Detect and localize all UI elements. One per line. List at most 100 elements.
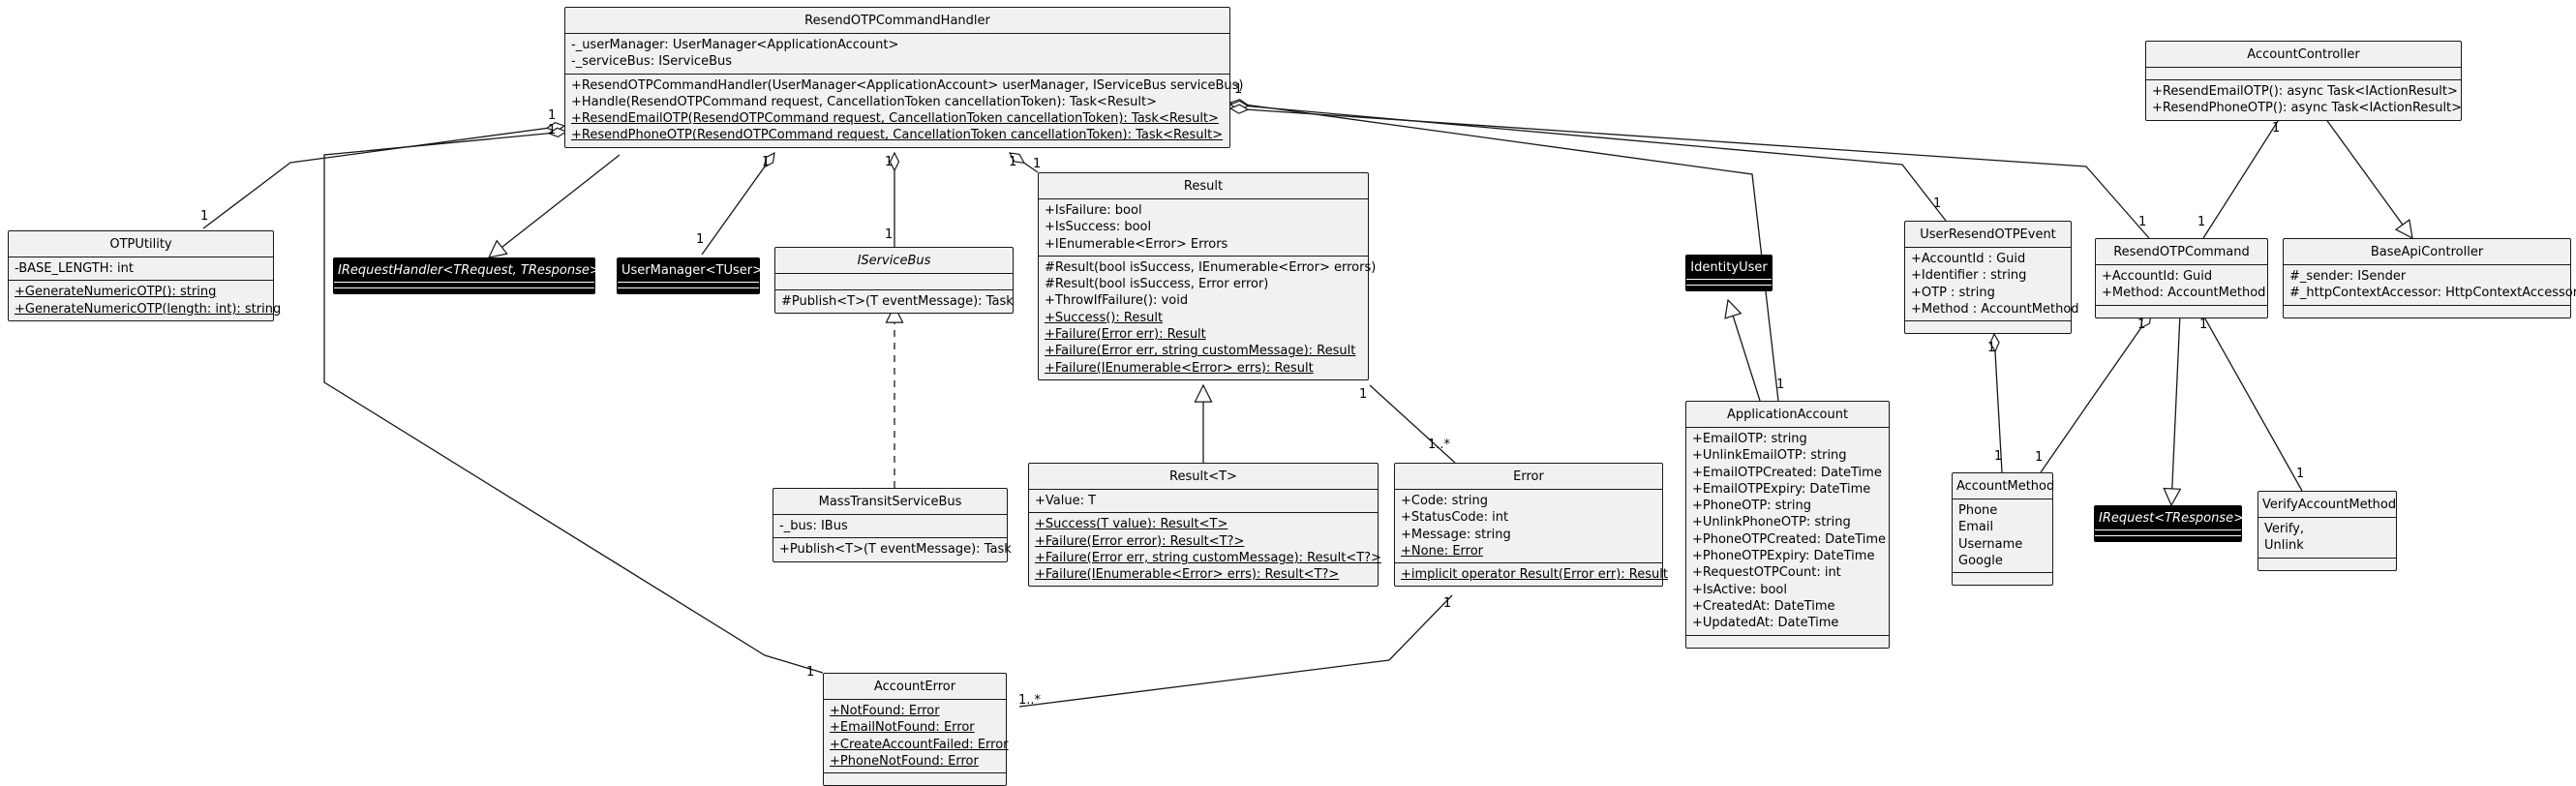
static-method: +ResendEmailOTP(ResendOTPCommand request… [571, 111, 1219, 127]
class-applicationaccount[interactable]: ApplicationAccount +EmailOTP: string +Un… [1685, 401, 1890, 649]
method: +ResendOTPCommandHandler(UserManager<App… [571, 77, 1244, 93]
static-method: +Failure(IEnumerable<Error> errs): Resul… [1035, 567, 1340, 583]
enum-value: Phone [1958, 503, 1998, 518]
field: +Value: T [1035, 494, 1097, 508]
edge-accountmethod-event [1994, 334, 2003, 473]
static-field: +EmailNotFound: Error [830, 720, 975, 736]
edge-applicationaccount-handler [1230, 103, 1779, 402]
class-accounterror[interactable]: AccountError +NotFound: Error +EmailNotF… [823, 673, 1009, 786]
class-masstransitservicebus[interactable]: MassTransitServiceBus -_bus: IBus +Publi… [773, 488, 1012, 562]
interface-irequesthandler[interactable]: IRequestHandler<TRequest, TResponse> [333, 257, 600, 294]
field: +IsActive: bool [1692, 582, 1787, 597]
multiplicity-label: 1 [2296, 467, 2305, 481]
multiplicity-label: 1 [548, 123, 557, 137]
class-userresendotpevent[interactable]: UserResendOTPEvent +AccountId : Guid +Id… [1904, 221, 2079, 335]
class-title: UserResendOTPEvent [1920, 227, 2056, 242]
method: #Result(bool isSuccess, IEnumerable<Erro… [1045, 259, 1377, 275]
method: #Result(bool isSuccess, Error error) [1045, 277, 1269, 292]
fields-section: #_sender: ISender #_httpContextAccessor:… [2284, 264, 2576, 305]
multiplicity-label: 1 [1994, 449, 2003, 464]
class-otputility[interactable]: OTPUtility -BASE_LENGTH: int +GenerateNu… [8, 230, 281, 321]
interface-iservicebus[interactable]: IServiceBus #Publish<T>(T eventMessage):… [774, 247, 1014, 315]
values-section: Phone Email Username Google [1953, 499, 2052, 572]
multiplicity-label: 1 [1933, 196, 1942, 211]
class-resendotpcommand[interactable]: ResendOTPCommand +AccountId: Guid +Metho… [2095, 238, 2268, 318]
enum-value: Username [1958, 536, 2023, 552]
class-usermanager[interactable]: UserManager<TUser> [617, 257, 763, 294]
fields-section: -BASE_LENGTH: int [9, 257, 273, 280]
field: +Message: string [1401, 527, 1511, 542]
fields-section: +Code: string +StatusCode: int +Message:… [1395, 489, 1662, 562]
field: +PhoneOTPExpiry: DateTime [1692, 549, 1875, 564]
class-title: Error [1513, 469, 1544, 484]
static-method: +Success(T value): Result<T> [1035, 517, 1228, 532]
class-title: UserManager<TUser> [621, 263, 763, 278]
fields-section: +Value: T [1029, 489, 1378, 512]
field: +PhoneOTPCreated: DateTime [1692, 531, 1887, 547]
field: +Method : AccountMethod [1911, 301, 2079, 317]
class-result-generic[interactable]: Result<T> +Value: T +Success(T value): R… [1028, 463, 1381, 588]
class-title: Result [1183, 179, 1224, 194]
multiplicity-label: 1 [762, 155, 771, 169]
multiplicity-label: 1 [2137, 317, 2146, 332]
class-title: Result<T> [1169, 469, 1237, 484]
fields-section: +AccountId : Guid +Identifier : string +… [1905, 247, 2079, 320]
method: #Publish<T>(T eventMessage): Task [781, 294, 1014, 309]
methods-section: +ResendEmailOTP(): async Task<IActionRes… [2146, 79, 2462, 120]
enum-verifyaccountmethod[interactable]: VerifyAccountMethod Verify, Unlink [2258, 491, 2397, 571]
class-resendotpcommandhandler[interactable]: ResendOTPCommandHandler -_userManager: U… [564, 7, 1244, 148]
field: +PhoneOTP: string [1692, 499, 1812, 514]
multiplicity-label: 1 [1359, 387, 1368, 402]
field: -BASE_LENGTH: int [15, 261, 134, 276]
field: +CreatedAt: DateTime [1692, 598, 1835, 614]
class-result[interactable]: Result +IsFailure: bool +IsSuccess: bool… [1038, 172, 1377, 380]
edge-accounterror-handler [323, 132, 824, 674]
enum-value: Google [1958, 553, 2003, 568]
field: -_userManager: UserManager<ApplicationAc… [571, 38, 899, 52]
edge-result-error [1369, 384, 1456, 464]
field: -_serviceBus: IServiceBus [571, 54, 733, 70]
field: +Code: string [1401, 494, 1489, 508]
static-method: +Success(): Result [1045, 310, 1164, 325]
class-title: AccountError [873, 680, 956, 694]
field: -_bus: IBus [779, 519, 848, 533]
class-accountcontroller[interactable]: AccountController +ResendEmailOTP(): asy… [2145, 41, 2462, 121]
field: +Identifier : string [1911, 268, 2027, 284]
interface-irequest[interactable]: IRequest<TResponse> [2094, 505, 2244, 542]
methods-section: +Publish<T>(T eventMessage): Task [773, 537, 1012, 560]
enum-accountmethod[interactable]: AccountMethod Phone Email Username Googl… [1952, 472, 2055, 587]
class-title: AccountMethod [1956, 479, 2055, 494]
edge-accounterror-error [1018, 594, 1453, 708]
multiplicity-label: 1 [1234, 82, 1243, 97]
class-title: IRequestHandler<TRequest, TResponse> [338, 263, 600, 278]
multiplicity-label: 1 [2199, 317, 2208, 332]
static-method: +ResendPhoneOTP(ResendOTPCommand request… [571, 128, 1224, 143]
static-method: +Failure(Error err, string customMessage… [1035, 550, 1381, 565]
class-identityuser[interactable]: IdentityUser [1685, 255, 1773, 291]
class-title: IServiceBus [857, 254, 931, 268]
class-title: IRequest<TResponse> [2099, 511, 2244, 526]
field: #_sender: ISender [2289, 269, 2407, 284]
multiplicity-label: 1 [885, 155, 894, 169]
class-title: BaseApiController [2370, 245, 2484, 259]
class-baseapicontroller[interactable]: BaseApiController #_sender: ISender #_ht… [2283, 238, 2576, 318]
fields-section: +NotFound: Error +EmailNotFound: Error +… [824, 699, 1009, 772]
field: +IEnumerable<Error> Errors [1045, 236, 1228, 252]
class-title: ResendOTPCommandHandler [804, 14, 990, 28]
fields-section: +EmailOTP: string +UnlinkEmailOTP: strin… [1686, 427, 1889, 635]
class-title: MassTransitServiceBus [818, 495, 962, 509]
edge-accountcontroller-baseapi [2324, 117, 2412, 238]
field: #_httpContextAccessor: HttpContextAccess… [2289, 286, 2576, 301]
edge-accountcontroller-command [2202, 117, 2281, 239]
static-method: +Failure(Error err, string customMessage… [1045, 344, 1356, 359]
method: +ResendEmailOTP(): async Task<IActionRes… [2152, 84, 2458, 99]
field: +IsFailure: bool [1045, 203, 1142, 218]
class-title: ResendOTPCommand [2113, 245, 2250, 259]
edge-otputility-handler [202, 126, 564, 229]
multiplicity-label: 1 [885, 227, 894, 242]
class-error[interactable]: Error +Code: string +StatusCode: int +Me… [1394, 463, 1668, 588]
multiplicity-label: 1 [696, 232, 705, 247]
fields-section: -_bus: IBus [773, 514, 1007, 537]
field: +StatusCode: int [1401, 510, 1509, 526]
